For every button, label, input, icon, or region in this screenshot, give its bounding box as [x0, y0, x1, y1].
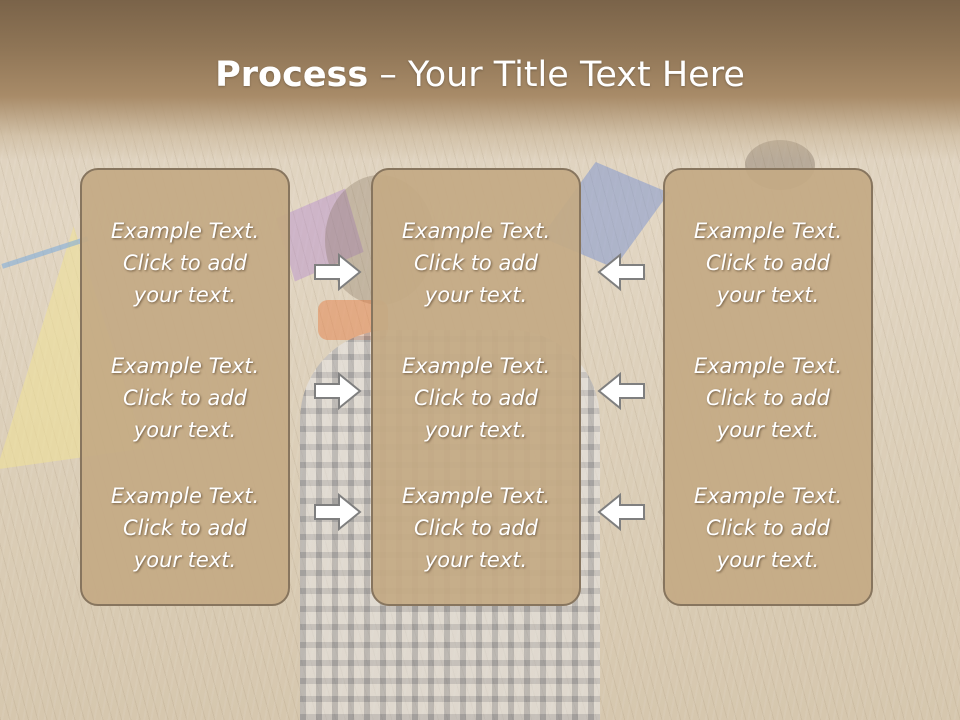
- text-line: your text.: [424, 283, 528, 307]
- arrow-left-icon: [596, 492, 646, 532]
- arrow-right-icon: [313, 492, 363, 532]
- text-line: Click to add: [413, 386, 538, 410]
- title-rest: – Your Title Text Here: [368, 55, 745, 95]
- panel-3-text-1[interactable]: Example Text. Click to add your text.: [665, 215, 871, 311]
- text-line: Example Text.: [401, 354, 551, 378]
- process-panel-3[interactable]: Example Text. Click to add your text. Ex…: [663, 168, 873, 606]
- panel-2-text-3[interactable]: Example Text. Click to add your text.: [373, 480, 579, 576]
- panel-1-text-2[interactable]: Example Text. Click to add your text.: [82, 350, 288, 446]
- text-line: Click to add: [122, 516, 247, 540]
- panel-2-text-1[interactable]: Example Text. Click to add your text.: [373, 215, 579, 311]
- text-line: Click to add: [705, 251, 830, 275]
- text-line: your text.: [424, 418, 528, 442]
- slide-title[interactable]: Process – Your Title Text Here: [0, 52, 960, 98]
- arrow-left-icon: [596, 252, 646, 292]
- text-line: Example Text.: [110, 354, 260, 378]
- text-line: Click to add: [413, 251, 538, 275]
- arrow-right-icon: [313, 252, 363, 292]
- process-panel-1[interactable]: Example Text. Click to add your text. Ex…: [80, 168, 290, 606]
- text-line: Click to add: [413, 516, 538, 540]
- title-bold: Process: [215, 55, 369, 95]
- text-line: your text.: [133, 283, 237, 307]
- panel-1-text-3[interactable]: Example Text. Click to add your text.: [82, 480, 288, 576]
- text-line: Example Text.: [401, 484, 551, 508]
- text-line: your text.: [424, 548, 528, 572]
- text-line: your text.: [716, 548, 820, 572]
- process-panel-2[interactable]: Example Text. Click to add your text. Ex…: [371, 168, 581, 606]
- text-line: Example Text.: [693, 354, 843, 378]
- text-line: Click to add: [122, 251, 247, 275]
- text-line: your text.: [716, 418, 820, 442]
- text-line: Example Text.: [693, 219, 843, 243]
- panel-1-text-1[interactable]: Example Text. Click to add your text.: [82, 215, 288, 311]
- arrow-right-icon: [313, 371, 363, 411]
- text-line: Click to add: [705, 386, 830, 410]
- panel-3-text-2[interactable]: Example Text. Click to add your text.: [665, 350, 871, 446]
- text-line: your text.: [133, 418, 237, 442]
- panel-2-text-2[interactable]: Example Text. Click to add your text.: [373, 350, 579, 446]
- text-line: Example Text.: [401, 219, 551, 243]
- text-line: your text.: [716, 283, 820, 307]
- text-line: Click to add: [705, 516, 830, 540]
- text-line: Example Text.: [693, 484, 843, 508]
- text-line: your text.: [133, 548, 237, 572]
- panel-3-text-3[interactable]: Example Text. Click to add your text.: [665, 480, 871, 576]
- text-line: Click to add: [122, 386, 247, 410]
- arrow-left-icon: [596, 371, 646, 411]
- title-band: [0, 0, 960, 160]
- text-line: Example Text.: [110, 484, 260, 508]
- text-line: Example Text.: [110, 219, 260, 243]
